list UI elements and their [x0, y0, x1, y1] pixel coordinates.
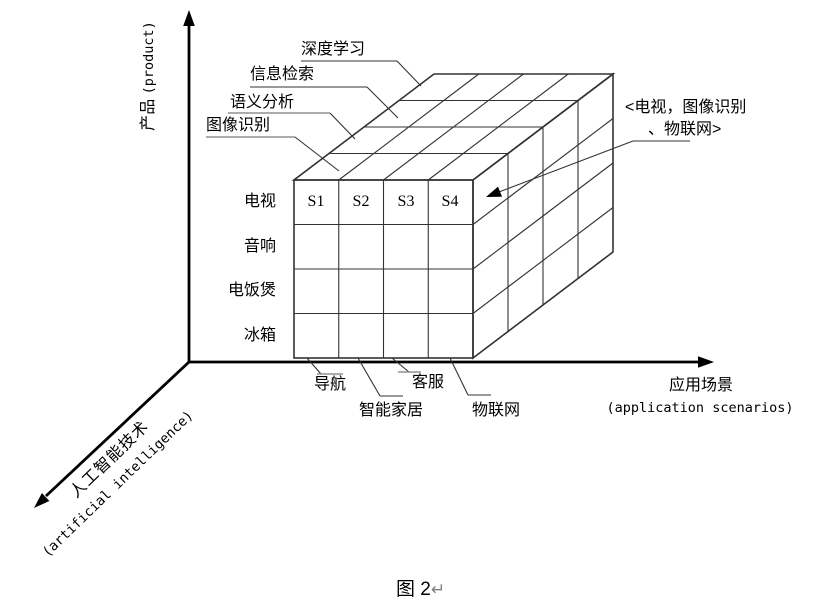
- figure-caption-text: 图 2: [396, 579, 431, 600]
- scenario-label-customer-service: 客服: [411, 374, 445, 391]
- paragraph-return-mark: ↵: [430, 580, 446, 599]
- cell-s4: S4: [441, 193, 459, 210]
- cube-top-face: [291, 73, 616, 181]
- cell-s3: S3: [397, 193, 415, 210]
- product-axis: [183, 10, 195, 362]
- scenario-label-smart-home: 智能家居: [358, 402, 424, 419]
- ai-axis: [34, 360, 190, 508]
- annotation-line1: <电视，图像识别: [625, 99, 747, 116]
- figure-caption: 图 2↵: [396, 579, 445, 601]
- annotation-arrow: [486, 140, 690, 197]
- product-label-speaker: 音响: [243, 238, 276, 255]
- scenario-axis-label-en: (application scenarios): [606, 400, 794, 416]
- scenario-label-navigation: 导航: [313, 376, 347, 393]
- tech-label-deep-learning: 深度学习: [301, 41, 366, 58]
- scenario-axis-label-cn: 应用场景: [668, 377, 734, 394]
- scenario-label-iot: 物联网: [471, 402, 521, 419]
- tech-label-image-recognition: 图像识别: [206, 117, 271, 134]
- product-axis-label-en: (product): [141, 21, 157, 95]
- scenario-label-leaders: [306, 357, 491, 397]
- product-label-rice-cooker: 电饭煲: [227, 282, 276, 299]
- product-axis-label-cn: 产品: [140, 98, 157, 131]
- product-label-tv: 电视: [243, 193, 276, 210]
- cell-s2: S2: [352, 193, 370, 210]
- cell-s1: S1: [307, 193, 325, 210]
- annotation-line2: 、物联网>: [648, 121, 722, 138]
- tech-label-semantic-analysis: 语义分析: [230, 94, 295, 111]
- tech-label-information-retrieval: 信息检索: [250, 66, 315, 83]
- tech-label-leaders: [206, 60, 422, 172]
- scenario-axis: [189, 356, 714, 368]
- product-label-fridge: 冰箱: [243, 327, 276, 344]
- product-axis-label: 产品 (product): [134, 21, 158, 131]
- cube-right-face: [472, 72, 614, 360]
